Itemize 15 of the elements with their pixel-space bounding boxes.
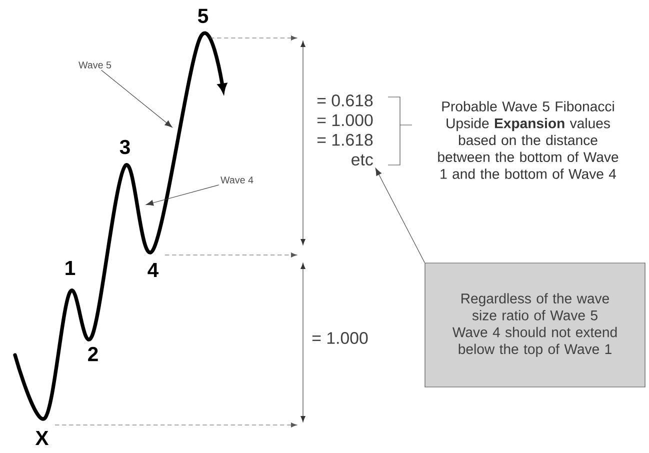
leader-label: Wave 5 [78,62,112,68]
point-label: 4 [148,263,159,277]
point-label: X [35,431,49,445]
ratio-label: = 1.000 [312,332,368,344]
point-label: 2 [88,346,98,362]
point-label: 3 [120,140,130,154]
leader-line [101,70,172,128]
leader-label: Wave 4 [220,176,254,184]
description-text: Probable Wave 5 Fibonacci Upside Expansion values based on the distance between the bottom of Wave 1 and the bottom of Wave 4 [438,101,618,179]
point-label: 5 [198,8,208,24]
leader-line [146,184,220,206]
value-list: = 0.618 = 1.000 = 1.618 etc [317,94,373,166]
arrow [375,168,425,263]
point-label: 1 [66,261,76,275]
note-box: Regardless of the wave size ratio of Wave 5 Wave 4 should not extend below the top of Wave 1 [424,262,646,388]
